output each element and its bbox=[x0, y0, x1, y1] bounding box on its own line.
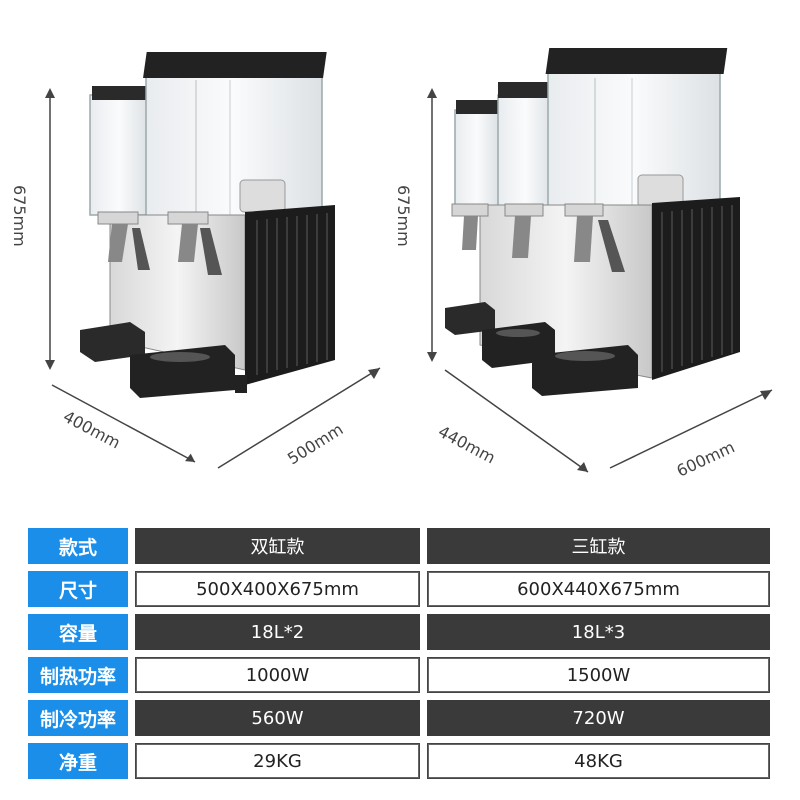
left-width-label: 500mm bbox=[284, 420, 346, 469]
spec-row-heating-power: 制热功率 1000W 1500W bbox=[28, 657, 770, 693]
spec-value-double: 500X400X675mm bbox=[135, 571, 420, 607]
spec-value-triple: 18L*3 bbox=[427, 614, 770, 650]
spec-row-style: 款式 双缸款 三缸款 bbox=[28, 528, 770, 564]
spec-label: 制热功率 bbox=[28, 657, 128, 693]
spec-value-double: 18L*2 bbox=[135, 614, 420, 650]
product-illustration: 675mm 400mm bbox=[10, 48, 773, 481]
spec-row-size: 尺寸 500X400X675mm 600X440X675mm bbox=[28, 571, 770, 607]
spec-value-double: 29KG bbox=[135, 743, 420, 779]
spec-row-cooling-power: 制冷功率 560W 720W bbox=[28, 700, 770, 736]
spec-table: 款式 双缸款 三缸款 尺寸 500X400X675mm 600X440X675m… bbox=[28, 528, 770, 786]
spec-row-capacity: 容量 18L*2 18L*3 bbox=[28, 614, 770, 650]
spec-row-net-weight: 净重 29KG 48KG bbox=[28, 743, 770, 779]
right-depth-label: 440mm bbox=[435, 422, 498, 468]
spec-value-double: 1000W bbox=[135, 657, 420, 693]
spec-label: 净重 bbox=[28, 743, 128, 779]
spec-label: 容量 bbox=[28, 614, 128, 650]
spec-value-double: 双缸款 bbox=[135, 528, 420, 564]
spec-label: 制冷功率 bbox=[28, 700, 128, 736]
right-height-label: 675mm bbox=[394, 185, 413, 247]
spec-value-double: 560W bbox=[135, 700, 420, 736]
right-width-label: 600mm bbox=[674, 437, 738, 480]
spec-value-triple: 600X440X675mm bbox=[427, 571, 770, 607]
spec-value-triple: 720W bbox=[427, 700, 770, 736]
spec-value-triple: 1500W bbox=[427, 657, 770, 693]
left-height-label: 675mm bbox=[10, 185, 29, 247]
left-depth-label: 400mm bbox=[60, 407, 123, 453]
spec-label: 尺寸 bbox=[28, 571, 128, 607]
spec-value-triple: 48KG bbox=[427, 743, 770, 779]
spec-label: 款式 bbox=[28, 528, 128, 564]
spec-value-triple: 三缸款 bbox=[427, 528, 770, 564]
triple-tank-dispenser: 675mm bbox=[394, 48, 773, 481]
double-tank-dispenser: 675mm 400mm bbox=[10, 52, 381, 469]
